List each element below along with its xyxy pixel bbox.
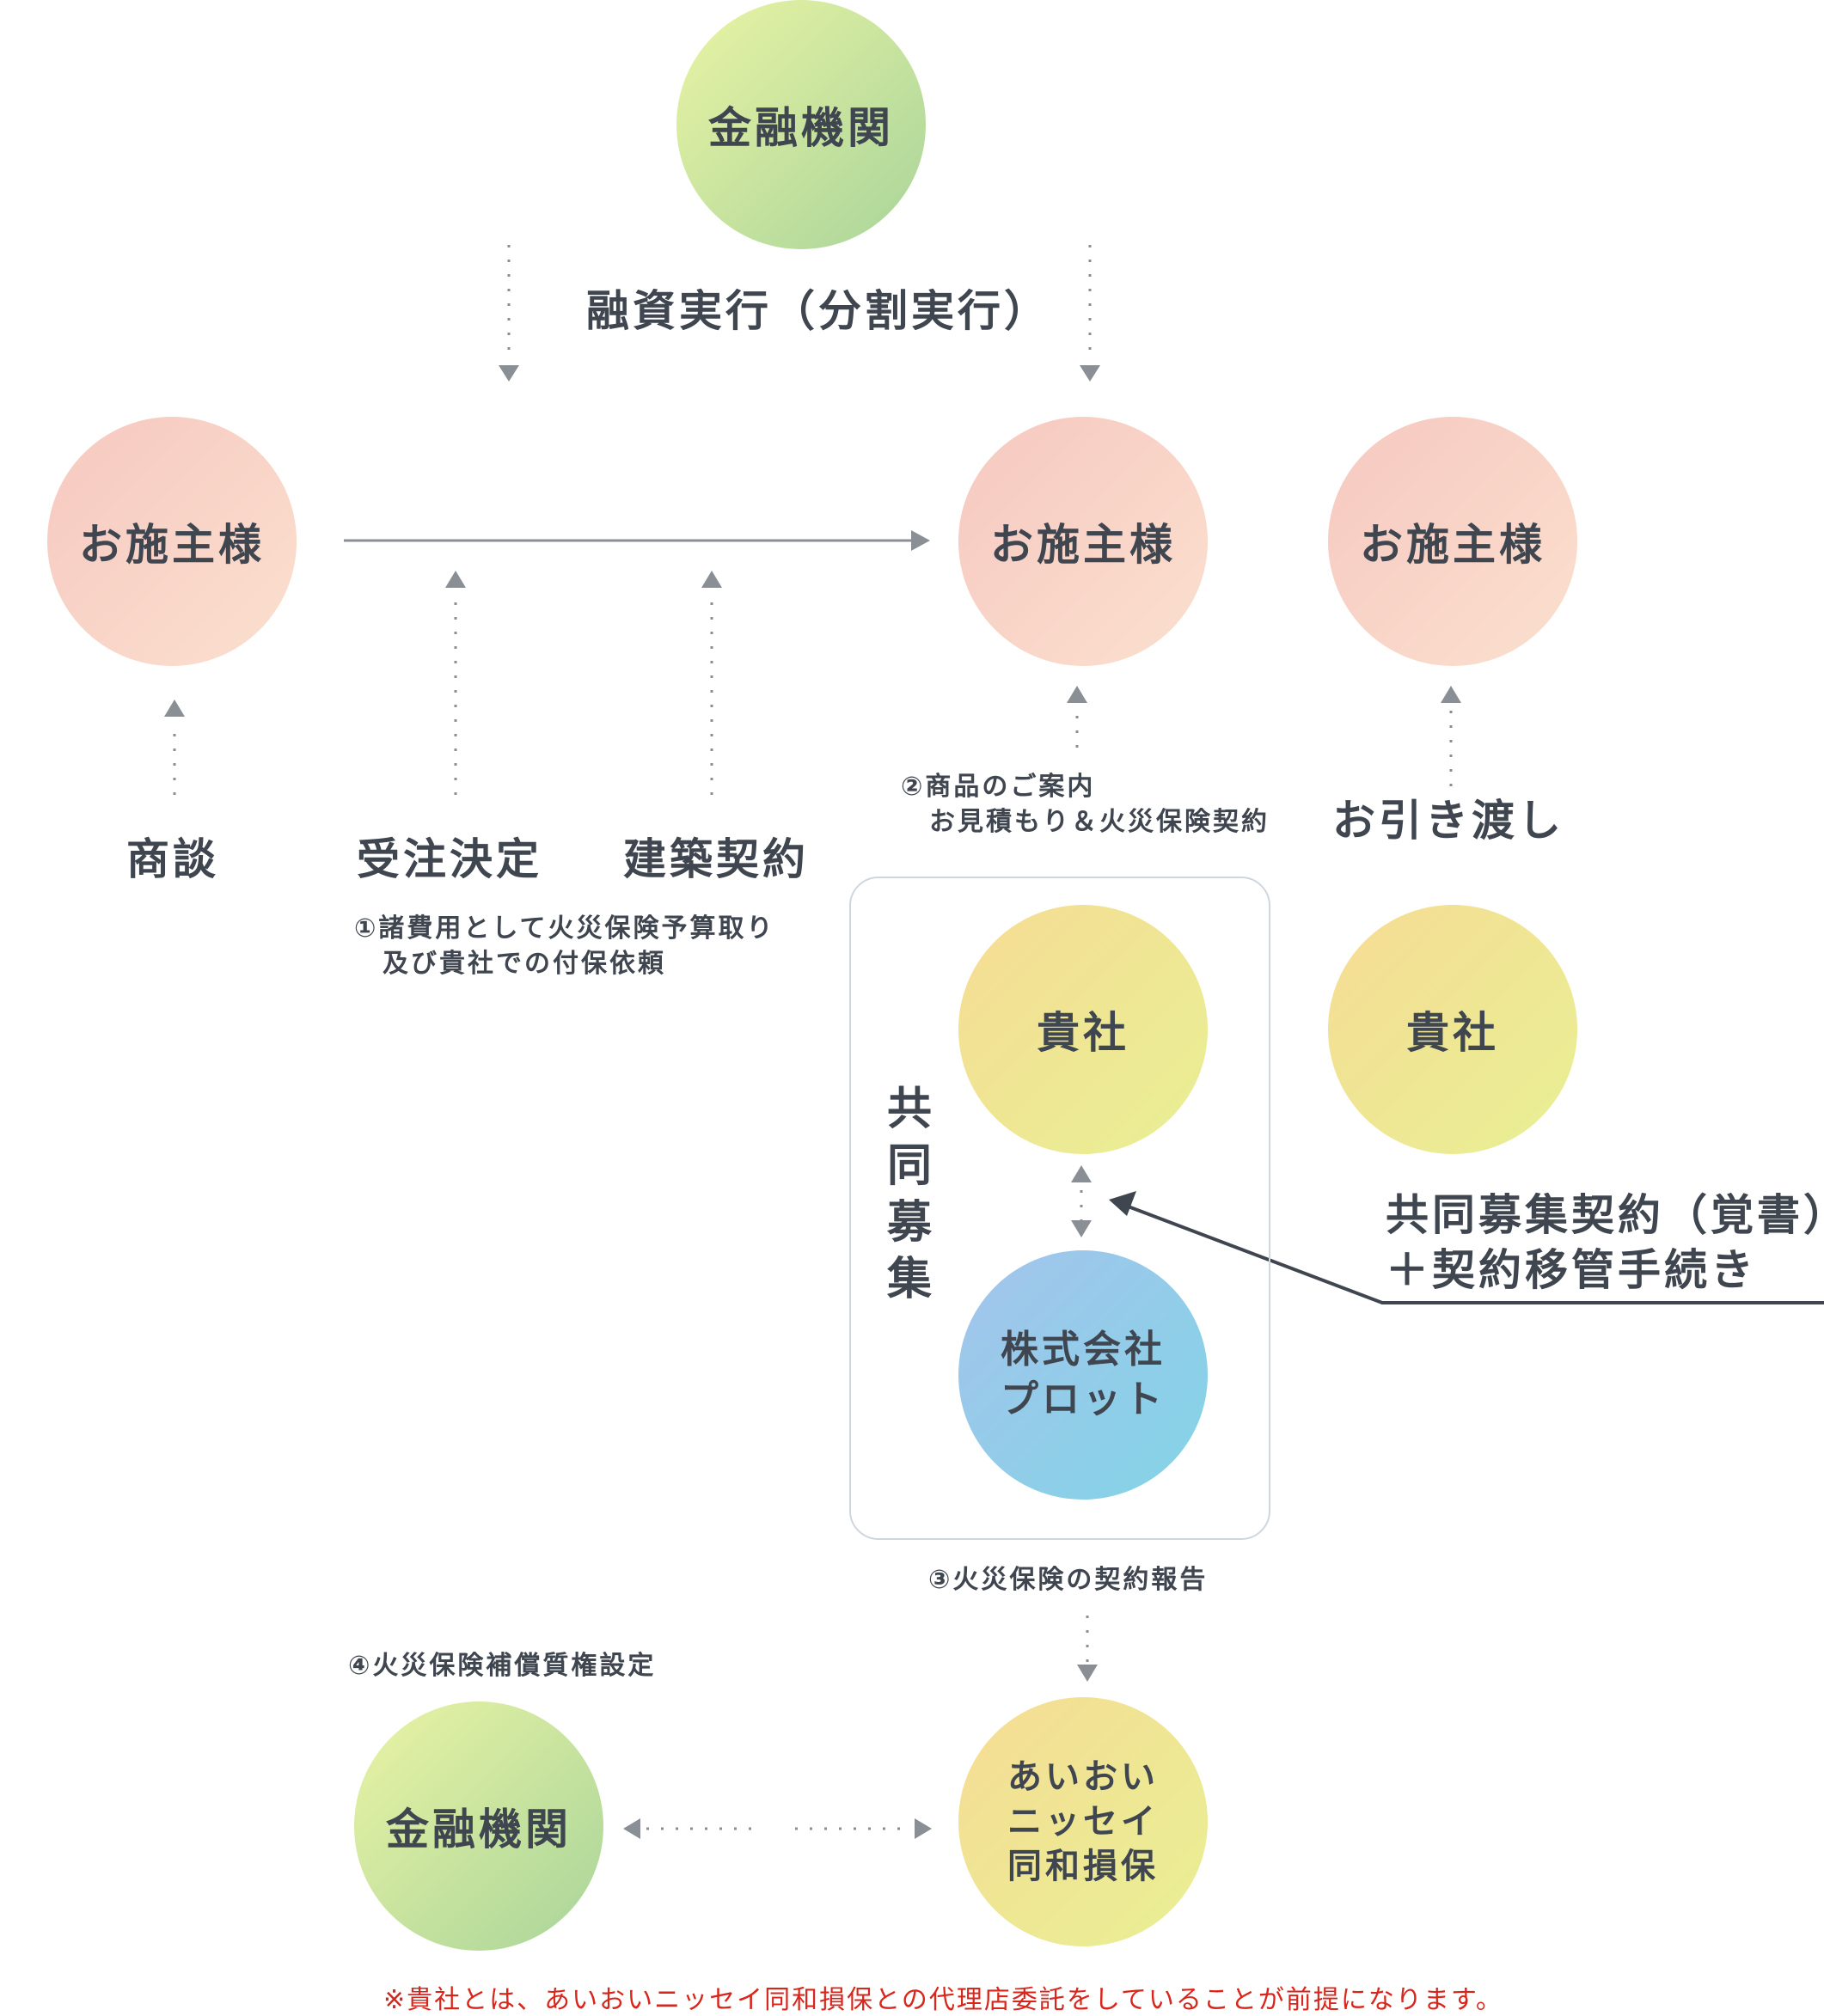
client-left-node: お施主様 bbox=[47, 417, 297, 666]
client-mid-node: お施主様 bbox=[958, 417, 1208, 666]
plot-company-node: 株式会社 プロット bbox=[958, 1250, 1208, 1500]
arrowhead-down-bank-left bbox=[499, 365, 519, 382]
arrowhead-left-bank bbox=[623, 1818, 640, 1839]
step3-note: ③火災保険の契約報告 bbox=[928, 1565, 1209, 1595]
arrowhead-joint-contract bbox=[1109, 1191, 1136, 1216]
financing-label: 融資実行（分割実行） bbox=[586, 286, 1050, 336]
arrowhead-down-plot bbox=[1071, 1220, 1092, 1237]
arrowhead-down-bank-right bbox=[1080, 365, 1100, 382]
arrowhead-right-insurer bbox=[915, 1818, 932, 1839]
joint-recruitment-box bbox=[849, 877, 1270, 1540]
bottom-bank-node: 金融機関 bbox=[354, 1701, 603, 1951]
arrowhead-right-client bbox=[911, 530, 930, 551]
arrowhead-up-order bbox=[445, 571, 466, 588]
insurer-node: あいおい ニッセイ 同和損保 bbox=[958, 1697, 1208, 1946]
step2-note: ②商品のご案内 お見積もり＆火災保険契約 bbox=[901, 772, 1270, 837]
step1-note: ①諸費用として火災保険予算取り 及び貴社での付保依頼 bbox=[354, 913, 775, 979]
footer-note: ※貴社とは、あいおいニッセイ同和損保との代理店委託をしていることが前提になります… bbox=[383, 1985, 1503, 2015]
order-label: 受注決定 bbox=[357, 834, 542, 884]
arrowhead-up-negotiation bbox=[164, 699, 185, 717]
company-mid-node: 貴社 bbox=[958, 905, 1208, 1154]
joint-recruitment-label: 共同募集 bbox=[886, 1084, 932, 1305]
arrowhead-up-step2 bbox=[1067, 686, 1087, 703]
step4-note: ④火災保険補償質権設定 bbox=[348, 1651, 657, 1681]
arrowhead-down-insurer bbox=[1077, 1665, 1098, 1682]
arrow-joint-contract bbox=[1118, 1201, 1824, 1304]
arrowhead-up-handover bbox=[1441, 686, 1461, 703]
negotiation-label: 商談 bbox=[126, 834, 219, 884]
handover-label: お引き渡し bbox=[1332, 796, 1564, 846]
company-right-node: 貴社 bbox=[1328, 905, 1577, 1154]
construction-label: 建築契約 bbox=[623, 834, 809, 884]
top-bank-node: 金融機関 bbox=[676, 0, 926, 249]
client-right-node: お施主様 bbox=[1328, 417, 1577, 666]
arrowhead-up-company bbox=[1071, 1165, 1092, 1182]
joint-contract-line1: 共同募集契約（覚書） bbox=[1386, 1190, 1824, 1240]
arrowhead-up-construction bbox=[701, 571, 722, 588]
joint-contract-line2: ＋契約移管手続き bbox=[1386, 1245, 1757, 1295]
